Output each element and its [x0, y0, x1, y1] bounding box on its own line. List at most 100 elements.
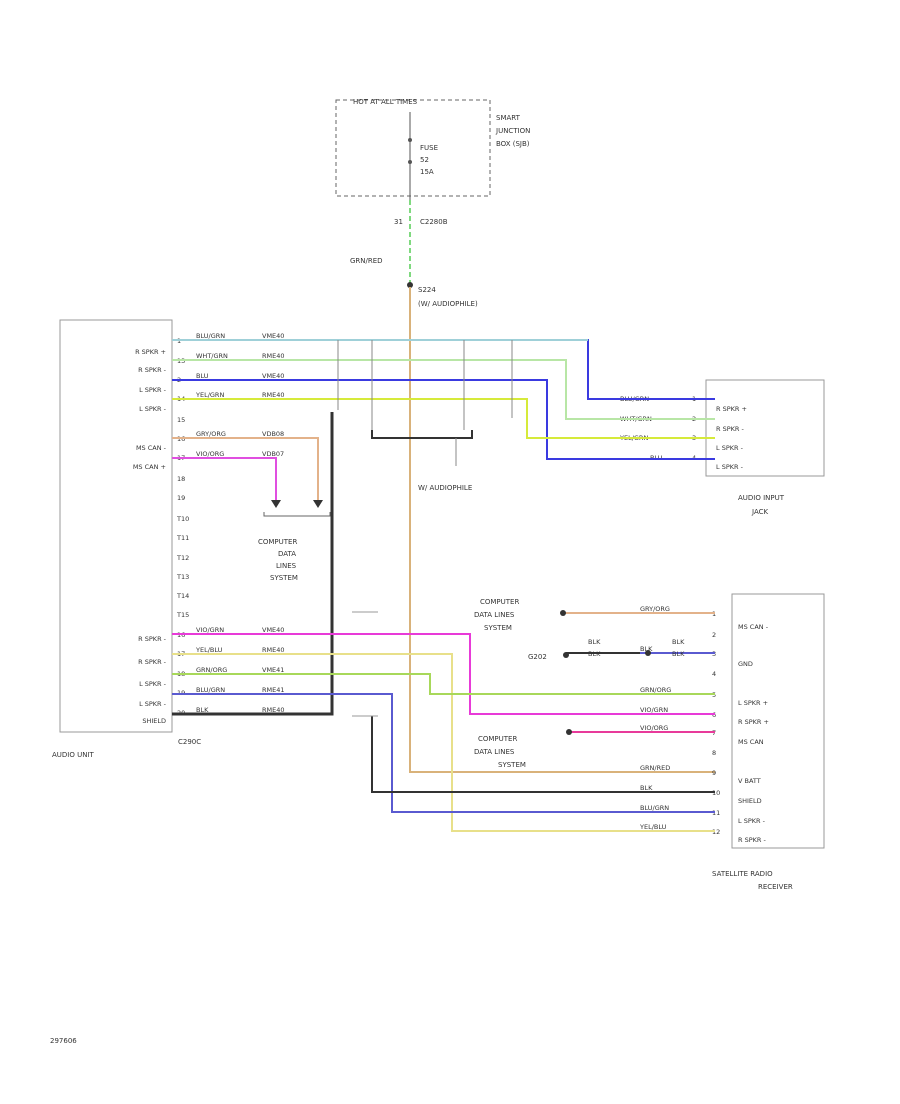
aux-term-2: R SPKR -: [716, 425, 744, 433]
audio-unit-connector-label: C290C: [178, 738, 201, 746]
wire-blu-aux: [172, 379, 715, 460]
sat-pin-9: 9: [712, 769, 716, 777]
fuse-label: FUSE: [420, 144, 438, 152]
cdl-text-1a: COMPUTER: [258, 538, 297, 546]
audio-unit-label: AUDIO UNIT: [52, 751, 95, 759]
sat-pin-4: 4: [712, 670, 716, 678]
au-wire-circuit-1: VME40: [262, 332, 284, 340]
feed-wire-color: GRN/RED: [350, 257, 383, 265]
sat-pin-10: 10: [712, 789, 720, 797]
au-pin-t13: T13: [176, 573, 189, 581]
au-pin-t11: T11: [176, 534, 189, 542]
s224-label: S224: [418, 286, 436, 294]
wire-yel-blu-sat: [172, 653, 715, 832]
audio-input-jack-box: [705, 379, 825, 477]
au-wire-color-7: VIO/ORG: [196, 450, 224, 458]
s224-note: (W/ AUDIOPHILE): [418, 300, 478, 308]
gnd-wire-a2: BLK: [588, 650, 601, 658]
wire-blk-shield-au: [172, 412, 334, 716]
sjb-name-line1: SMART: [496, 114, 521, 122]
cdl-text-1c: LINES: [276, 562, 297, 570]
cdl-arrow-1: [271, 500, 281, 508]
cdl-text-3b: DATA LINES: [474, 748, 515, 756]
cdl-text-2b: DATA LINES: [474, 611, 515, 619]
au-wire-color-8: VIO/GRN: [196, 626, 224, 634]
au-term-l-spkr-1: L SPKR -: [139, 386, 167, 394]
cdl-text-2c: SYSTEM: [484, 624, 512, 632]
au-pin-t12: T12: [176, 554, 189, 562]
sat-pin-8: 8: [712, 749, 716, 757]
au-term-l-spkr-4: L SPKR -: [139, 700, 167, 708]
sat-pin-11: 11: [712, 809, 720, 817]
aux-term-1: R SPKR +: [716, 405, 747, 413]
sat-wire-label-11: BLU/GRN: [640, 804, 669, 812]
sjb-name-line2: JUNCTION: [495, 127, 530, 135]
au-wire-color-12: BLK: [196, 706, 209, 714]
au-wire-circuit-6: VDB08: [262, 430, 284, 438]
au-wire-circuit-4: RME40: [262, 391, 285, 399]
aux-term-4: L SPKR -: [716, 463, 744, 471]
au-term-shield: SHIELD: [142, 717, 166, 725]
wire-vio-grn-sat: [172, 633, 715, 715]
sat-wire-label-1: GRY/ORG: [640, 605, 670, 613]
cdl-text-1d: SYSTEM: [270, 574, 298, 582]
cdl-dot-3: [566, 729, 572, 735]
satellite-radio-box: [731, 593, 825, 849]
wire-blk-shield-sat: [371, 716, 715, 793]
au-wire-color-11: BLU/GRN: [196, 686, 225, 694]
sat-wire-label-7: VIO/ORG: [640, 724, 668, 732]
fuse-rating: 15A: [420, 168, 434, 176]
cdl-text-3a: COMPUTER: [478, 735, 517, 743]
sat-splice-marks: [352, 611, 378, 717]
au-wire-circuit-9: RME40: [262, 646, 285, 654]
au-wire-color-1: BLU/GRN: [196, 332, 225, 340]
diagram-id: 297606: [50, 1037, 77, 1045]
sat-radio-terminals: MS CAN - GND L SPKR + R SPKR + MS CAN V …: [738, 623, 769, 844]
au-wire-circuit-12: RME40: [262, 706, 285, 714]
au-pin-t15: T15: [176, 611, 189, 619]
fuse-terminal-top: [408, 138, 412, 142]
sat-pin-2: 2: [712, 631, 716, 639]
g202-label: G202: [528, 653, 547, 661]
wire-grn-org-sat: [172, 673, 715, 695]
au-wire-circuit-2: RME40: [262, 352, 285, 360]
au-term-l-spkr-2: L SPKR -: [139, 405, 167, 413]
au-term-r-spkr-minus: R SPKR -: [138, 366, 166, 374]
w-audiophile-label: W/ AUDIOPHILE: [418, 484, 472, 492]
cdl-text-1b: DATA: [278, 550, 296, 558]
sat-term-12: R SPKR -: [738, 836, 766, 844]
audio-unit-box: [59, 319, 173, 733]
au-pin-t10: T10: [176, 515, 189, 523]
gnd-splice-dot: [645, 650, 651, 656]
sat-radio-wire-labels: GRY/ORGBLKGRN/ORGVIO/GRNVIO/ORGGRN/REDBL…: [639, 605, 671, 831]
au-wire-color-4: YEL/GRN: [195, 391, 224, 399]
c2280b-label: C2280B: [420, 218, 448, 226]
au-pin-t14: T14: [176, 592, 189, 600]
sjb-name-line3: BOX (SJB): [496, 140, 530, 148]
au-wire-color-9: YEL/BLU: [195, 646, 223, 654]
wire-gry-org-au: [172, 437, 319, 502]
wire-vio-org-au: [172, 457, 277, 502]
sat-term-5: L SPKR +: [738, 699, 768, 707]
sat-pin-12: 12: [712, 828, 720, 836]
au-wire-color-2: WHT/GRN: [196, 352, 228, 360]
cdl-bracket: [263, 512, 331, 517]
fuse-number: 52: [420, 156, 429, 164]
s224-splice-dot: [407, 282, 413, 288]
sat-wire-label-3: BLK: [640, 645, 653, 653]
cdl-arrow-2: [313, 500, 323, 508]
hot-at-all-times-label: HOT AT ALL TIMES: [353, 98, 418, 106]
sat-radio-label-1: SATELLITE RADIO: [712, 870, 773, 878]
sat-term-7: MS CAN: [738, 738, 764, 746]
vbatt-feed-wire: [409, 287, 715, 773]
cdl-text-3c: SYSTEM: [498, 761, 526, 769]
au-wire-circuit-7: VDB07: [262, 450, 284, 458]
audio-input-jack-label-1: AUDIO INPUT: [738, 494, 785, 502]
gnd-wire-b1: BLK: [672, 638, 685, 646]
au-term-r-spkr-plus: R SPKR +: [135, 348, 166, 356]
wire-blu-grn-sat: [172, 693, 715, 813]
sat-wire-label-12: YEL/BLU: [639, 823, 667, 831]
